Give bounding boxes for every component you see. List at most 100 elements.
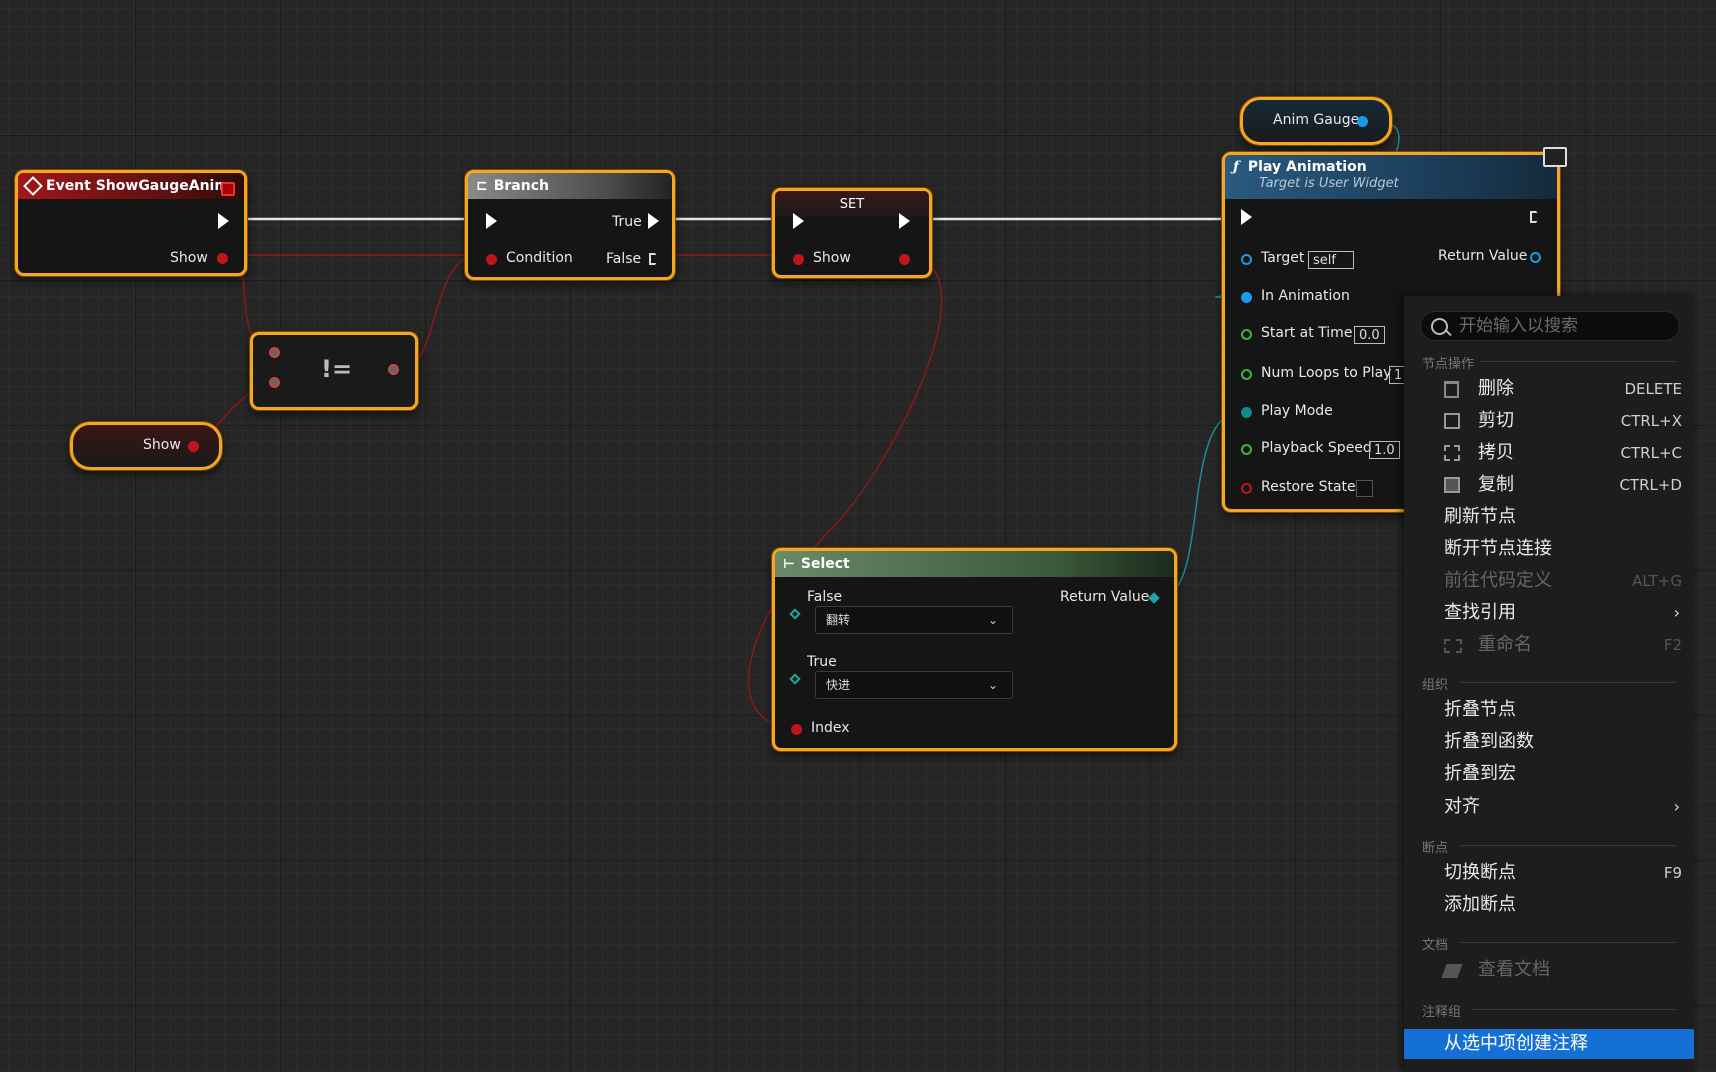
play-num-loops-pin[interactable]	[1241, 369, 1252, 380]
branch-condition-pin[interactable]	[486, 254, 497, 265]
menu-item-break-links[interactable]: 断开节点连接	[1404, 534, 1694, 564]
not-equal-symbol: !=	[321, 355, 353, 383]
play-exec-out-pin[interactable]	[1530, 211, 1540, 223]
play-speed-pin[interactable]	[1241, 444, 1252, 455]
select-false-pin[interactable]	[789, 608, 801, 620]
event-show-pin[interactable]	[217, 253, 228, 264]
not-equal-b-pin[interactable]	[269, 377, 280, 388]
menu-item-find-references[interactable]: 查找引用 ›	[1404, 598, 1694, 628]
chevron-down-icon: ⌄	[987, 613, 998, 627]
menu-item-label: 折叠到函数	[1444, 731, 1534, 752]
play-speed-value[interactable]: 1.0	[1369, 441, 1400, 459]
select-false-value: 翻转	[826, 613, 851, 627]
play-mode-pin[interactable]	[1241, 407, 1252, 418]
menu-item-delete[interactable]: 删除 DELETE	[1404, 374, 1694, 404]
play-in-animation-pin[interactable]	[1241, 292, 1252, 303]
set-node[interactable]: SET Show	[772, 188, 932, 278]
set-exec-out-pin[interactable]	[899, 213, 910, 229]
not-equal-a-pin[interactable]	[269, 347, 280, 358]
branch-false-label: False	[606, 251, 642, 267]
menu-item-label: 查找引用	[1444, 602, 1516, 623]
branch-true-pin[interactable]	[648, 213, 659, 229]
menu-item-label: 拷贝	[1478, 442, 1514, 463]
play-in-animation-label: In Animation	[1261, 288, 1350, 304]
branch-icon: ⊏	[476, 178, 488, 194]
menu-item-view-docs[interactable]: 查看文档	[1404, 955, 1694, 985]
play-exec-in-pin[interactable]	[1241, 209, 1252, 225]
menu-item-label: 对齐	[1444, 796, 1480, 817]
menu-item-label: 折叠节点	[1444, 699, 1516, 720]
menu-item-refresh-nodes[interactable]: 刷新节点	[1404, 502, 1694, 532]
event-show-label: Show	[170, 250, 208, 266]
not-equal-node[interactable]: !=	[250, 332, 418, 410]
menu-item-goto-definition[interactable]: 前往代码定义 ALT+G	[1404, 566, 1694, 596]
anim-gauge-node[interactable]: Anim Gauge	[1240, 97, 1392, 145]
menu-item-duplicate[interactable]: 复制 CTRL+D	[1404, 470, 1694, 500]
menu-item-collapse-macro[interactable]: 折叠到宏	[1404, 759, 1694, 789]
copy-icon	[1444, 445, 1460, 461]
show-getter-node[interactable]: Show	[70, 422, 222, 470]
play-target-value[interactable]: self	[1308, 251, 1354, 269]
menu-item-label: 重命名	[1478, 634, 1532, 655]
play-restore-state-checkbox[interactable]	[1356, 480, 1373, 497]
menu-item-shortcut: F2	[1663, 636, 1682, 654]
select-return-label: Return Value	[1060, 589, 1150, 605]
menu-item-rename[interactable]: 重命名 F2	[1404, 630, 1694, 660]
menu-item-create-comment[interactable]: 从选中项创建注释	[1404, 1029, 1694, 1059]
play-speed-label: Playback Speed	[1261, 440, 1372, 456]
menu-item-label: 折叠到宏	[1444, 763, 1516, 784]
menu-item-shortcut: CTRL+C	[1620, 444, 1682, 462]
not-equal-out-pin[interactable]	[388, 364, 399, 375]
branch-false-pin[interactable]	[649, 253, 659, 265]
section-breakpoints: 断点	[1422, 841, 1449, 856]
document-icon	[1441, 964, 1463, 978]
select-true-pin[interactable]	[789, 673, 801, 685]
event-diamond-icon	[23, 176, 43, 196]
play-start-time-label: Start at Time	[1261, 325, 1353, 341]
branch-node[interactable]: ⊏ Branch True Condition False	[465, 170, 675, 280]
event-node[interactable]: Event ShowGaugeAnim Show	[15, 170, 247, 276]
select-return-pin[interactable]	[1148, 592, 1160, 604]
menu-item-collapse-nodes[interactable]: 折叠节点	[1404, 695, 1694, 725]
menu-item-toggle-breakpoint[interactable]: 切换断点 F9	[1404, 858, 1694, 888]
cut-icon	[1444, 413, 1460, 429]
play-restore-state-pin[interactable]	[1241, 483, 1252, 494]
context-menu: 开始输入以搜索 节点操作 删除 DELETE 剪切 CTRL+X 拷贝 CTRL…	[1404, 296, 1694, 1072]
select-node[interactable]: ⊢ Select False 翻转 ⌄ True 快进 ⌄ Index Retu…	[772, 548, 1177, 751]
menu-item-label: 刷新节点	[1444, 506, 1516, 527]
menu-item-cut[interactable]: 剪切 CTRL+X	[1404, 406, 1694, 436]
branch-exec-in-pin[interactable]	[486, 213, 497, 229]
menu-item-collapse-function[interactable]: 折叠到函数	[1404, 727, 1694, 757]
event-delegate-icon[interactable]	[221, 182, 235, 196]
branch-title: Branch	[493, 178, 549, 194]
menu-item-align[interactable]: 对齐 ›	[1404, 792, 1694, 822]
chevron-right-icon: ›	[1673, 797, 1680, 816]
play-target-pin[interactable]	[1241, 254, 1252, 265]
select-true-dropdown[interactable]: 快进 ⌄	[815, 671, 1013, 699]
play-start-time-pin[interactable]	[1241, 329, 1252, 340]
search-icon	[1431, 318, 1448, 335]
divider	[1472, 1009, 1676, 1010]
set-show-in-pin[interactable]	[793, 254, 804, 265]
duplicate-icon	[1444, 477, 1460, 493]
set-show-out-pin[interactable]	[899, 254, 910, 265]
play-return-pin[interactable]	[1530, 252, 1541, 263]
anim-gauge-out-pin[interactable]	[1357, 116, 1368, 127]
branch-condition-label: Condition	[506, 250, 573, 266]
show-getter-out-pin[interactable]	[188, 441, 199, 452]
menu-item-shortcut: CTRL+D	[1619, 476, 1682, 494]
select-icon: ⊢	[783, 556, 795, 572]
play-start-time-value[interactable]: 0.0	[1354, 326, 1385, 344]
menu-item-label: 切换断点	[1444, 862, 1516, 883]
menu-item-shortcut: DELETE	[1624, 380, 1682, 398]
set-title: SET	[839, 196, 865, 212]
menu-item-copy[interactable]: 拷贝 CTRL+C	[1404, 438, 1694, 468]
search-input[interactable]: 开始输入以搜索	[1420, 311, 1680, 341]
select-index-pin[interactable]	[791, 724, 802, 735]
anim-gauge-label: Anim Gauge	[1273, 112, 1360, 128]
event-exec-out-pin[interactable]	[218, 213, 229, 229]
select-false-dropdown[interactable]: 翻转 ⌄	[815, 606, 1013, 634]
menu-item-shortcut: ALT+G	[1632, 572, 1682, 590]
set-exec-in-pin[interactable]	[793, 213, 804, 229]
menu-item-add-breakpoint[interactable]: 添加断点	[1404, 890, 1694, 920]
